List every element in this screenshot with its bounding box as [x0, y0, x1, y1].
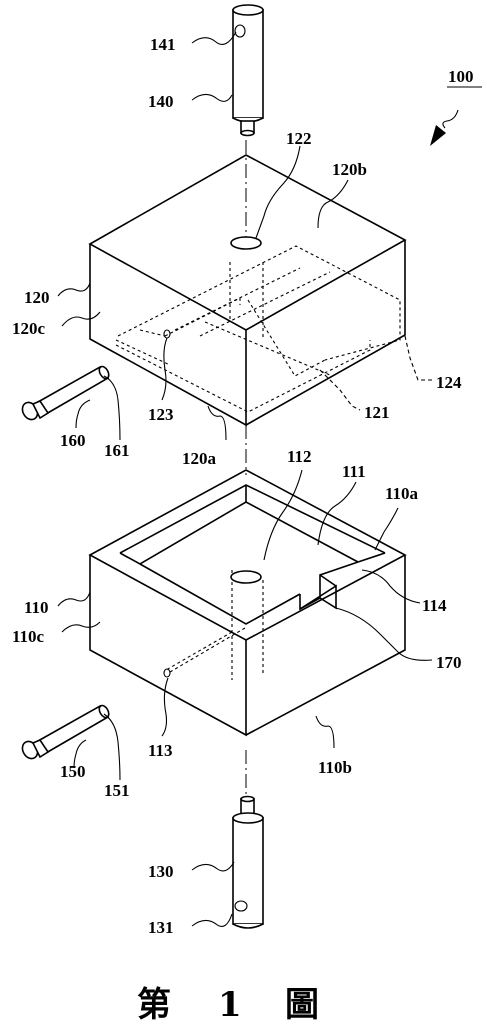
caption-char-3: 圖 — [285, 985, 319, 1024]
arrow-100 — [430, 109, 459, 146]
label-113: 113 — [148, 741, 173, 760]
label-100: 100 — [448, 67, 474, 86]
label-120a: 120a — [182, 449, 217, 468]
label-120: 120 — [24, 288, 50, 307]
label-151: 151 — [104, 781, 130, 800]
label-131: 131 — [148, 918, 174, 937]
label-120c: 120c — [12, 319, 46, 338]
upper-block-120 — [88, 154, 407, 427]
label-123: 123 — [148, 405, 174, 424]
label-121: 121 — [364, 403, 390, 422]
label-160: 160 — [60, 431, 86, 450]
screw-160 — [21, 365, 110, 421]
screw-150 — [21, 704, 110, 760]
caption-char-2: 1 — [218, 985, 242, 1024]
label-114: 114 — [422, 596, 447, 615]
label-122: 122 — [286, 129, 312, 148]
label-124: 124 — [436, 373, 462, 392]
upper-block-hidden-lines — [89, 154, 406, 413]
label-120b: 120b — [332, 160, 367, 179]
label-161: 161 — [104, 441, 130, 460]
caption-char-1: 第 — [137, 985, 171, 1024]
label-110: 110 — [24, 598, 49, 617]
label-170: 170 — [436, 653, 462, 672]
pin-130 — [232, 795, 264, 929]
label-140: 140 — [148, 92, 174, 111]
label-150: 150 — [60, 762, 86, 781]
label-110a: 110a — [385, 484, 419, 503]
lower-block-110 — [88, 469, 407, 737]
pin-140 — [232, 4, 264, 137]
label-111: 111 — [342, 462, 366, 481]
leader-lines — [57, 31, 433, 927]
figure-caption: 第 1 圖 — [137, 985, 319, 1024]
label-130: 130 — [148, 862, 174, 881]
label-141: 141 — [150, 35, 176, 54]
label-110b: 110b — [318, 758, 352, 777]
label-112: 112 — [287, 447, 312, 466]
label-110c: 110c — [12, 627, 45, 646]
reference-labels: 141 140 100 122 120b 120 120c 124 121 12… — [12, 35, 474, 937]
lower-block-hidden-lines — [165, 570, 264, 680]
